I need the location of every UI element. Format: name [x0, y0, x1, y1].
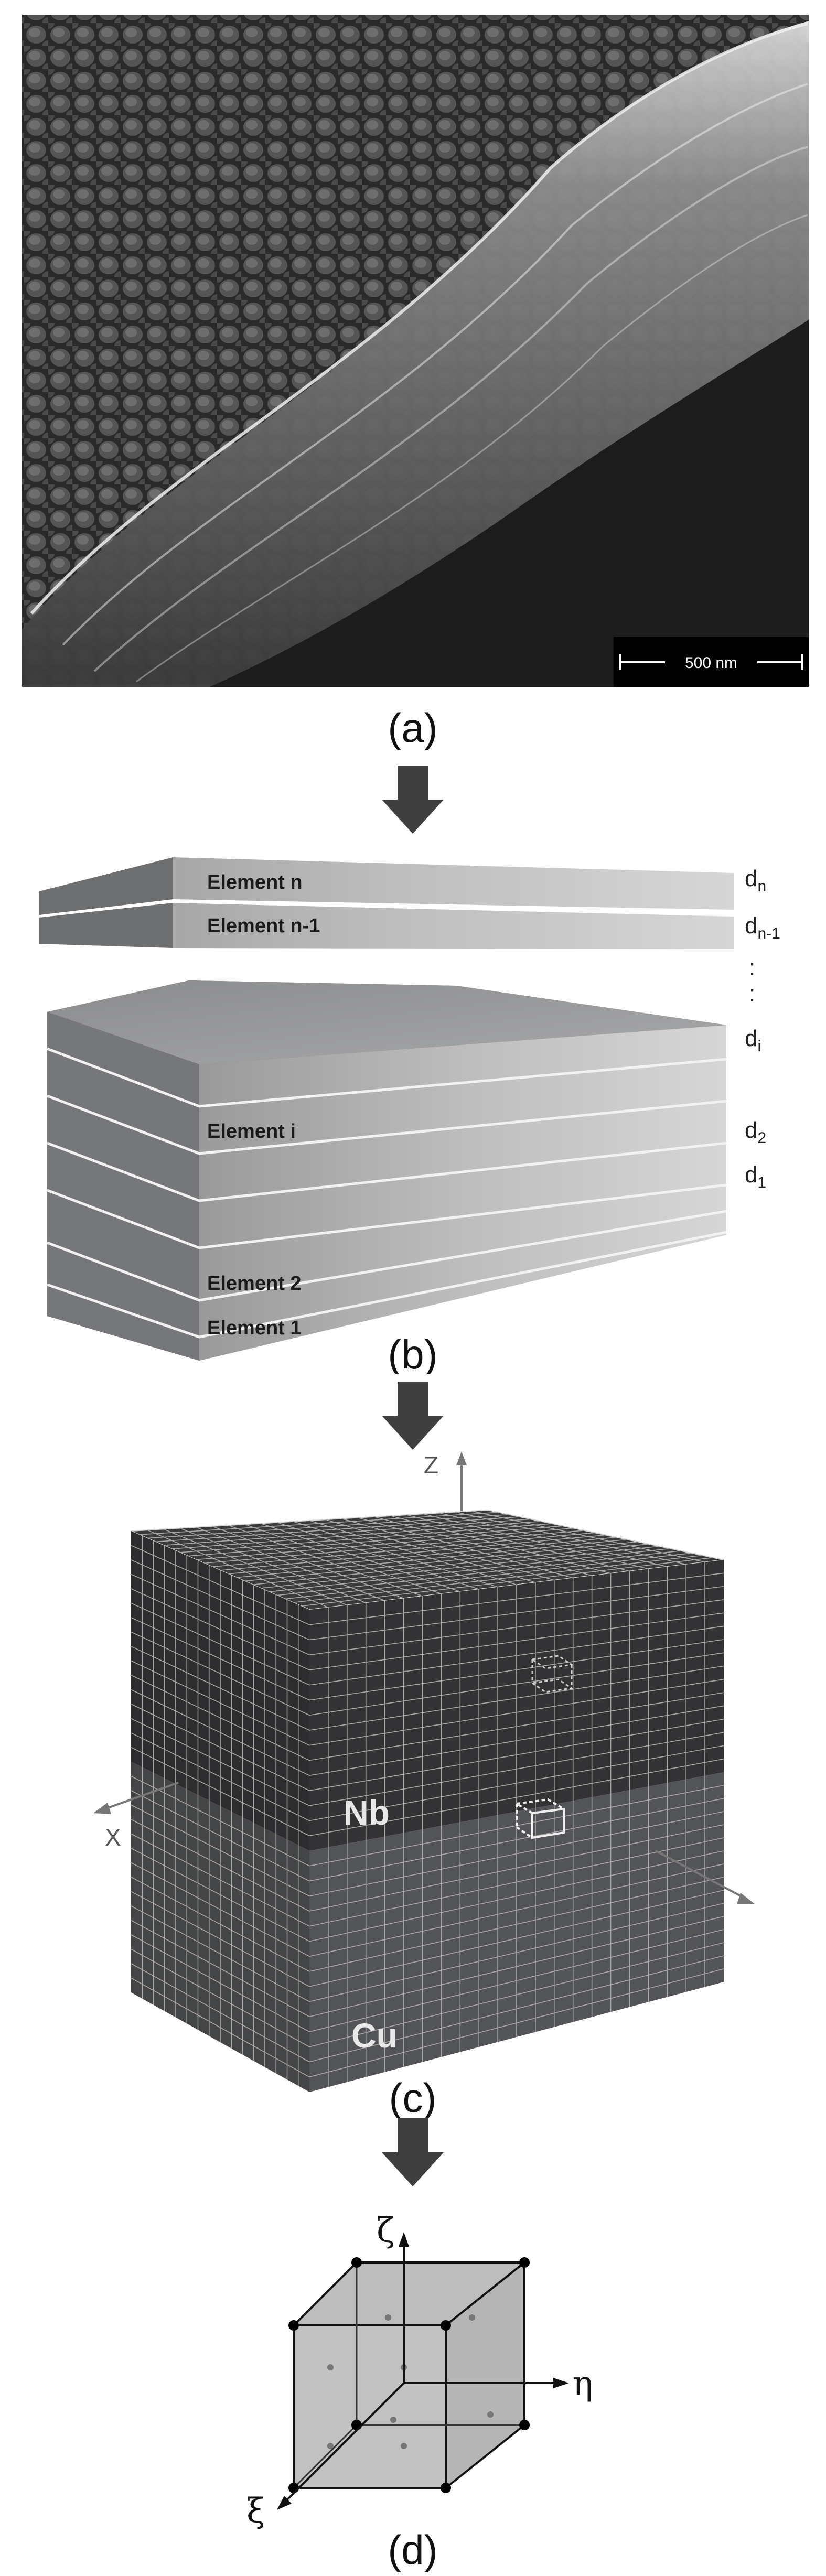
material-nb-label: Nb — [344, 1793, 390, 1832]
z-axis-arrow-icon — [456, 1451, 467, 1465]
arrow-c-d — [0, 2116, 826, 2189]
embedded-element-nb — [530, 1655, 574, 1693]
panel-a: 500 nm (a) — [0, 0, 826, 766]
caption-a: (a) — [388, 705, 437, 751]
xi-axis-line — [285, 2382, 405, 2502]
corner-nodes — [288, 2257, 530, 2493]
panel-d-graphic: ζ η ξ (d) — [246, 2211, 593, 2573]
x-axis-line — [104, 1782, 179, 1810]
embedded-element-cu — [513, 1798, 567, 1839]
material-cu-label: Cu — [351, 2016, 398, 2055]
down-arrow-icon — [382, 2118, 444, 2186]
axis-xi-label: ξ — [246, 2492, 265, 2530]
eta-axis-arrow-icon — [553, 2378, 569, 2388]
thickness-label-n-1: dn-1 — [745, 913, 780, 942]
film-cross-section — [22, 21, 809, 687]
panel-b: Element n Element n-1 — [0, 844, 826, 1374]
panel-a-graphic: 500 nm (a) — [22, 15, 809, 751]
x-axis-arrow-icon — [93, 1803, 111, 1814]
thickness-label-1: d1 — [745, 1162, 766, 1191]
down-arrow-icon — [382, 1382, 444, 1450]
scale-bar-label: 500 nm — [685, 654, 737, 672]
zeta-axis-arrow-icon — [399, 2232, 409, 2247]
element-2-label: Element 2 — [207, 1273, 302, 1295]
axis-zeta-label: ζ — [377, 2211, 395, 2250]
element-n-label: Element n — [207, 871, 303, 893]
layer-stack: Element i Element 2 Element 1 — [47, 980, 727, 1361]
thickness-label-n: dn — [745, 866, 766, 895]
axis-eta-label: η — [573, 2364, 593, 2403]
ellipsis-2: : — [749, 981, 755, 1007]
mesh-grid — [131, 1511, 724, 2087]
thickness-label-2: d2 — [745, 1117, 766, 1147]
caption-d: (d) — [388, 2527, 437, 2573]
hexahedral-element — [288, 2257, 530, 2493]
slab-element-n: Element n — [39, 857, 734, 915]
arrow-a-b — [0, 763, 826, 836]
element-i-label: Element i — [207, 1120, 296, 1143]
xi-axis-arrow-icon — [277, 2496, 292, 2510]
ellipsis-1: : — [749, 955, 755, 980]
axis-x-label: X — [105, 1824, 121, 1851]
thickness-label-i: di — [745, 1026, 761, 1055]
down-arrow-icon — [382, 766, 444, 834]
layer-edges — [30, 22, 808, 683]
element-1-label: Element 1 — [207, 1317, 302, 1339]
arrow-b-c — [0, 1379, 826, 1452]
y-axis-line — [655, 1850, 745, 1899]
panel-d: ζ η ξ (d) — [0, 2194, 826, 2576]
panel-c: Z X Y Nb Cu (c) — [0, 1447, 826, 2118]
y-axis-arrow-icon — [737, 1893, 755, 1904]
caption-b: (b) — [388, 1331, 437, 1374]
element-n-1-label: Element n-1 — [207, 915, 320, 937]
caption-c: (c) — [389, 2075, 437, 2118]
panel-c-graphic: Z X Y Nb Cu (c) — [93, 1451, 755, 2118]
panel-b-graphic: Element n Element n-1 — [39, 857, 780, 1374]
axis-y-label: Y — [684, 1921, 701, 1948]
slab-element-n-1: Element n-1 — [39, 903, 734, 949]
axis-z-label: Z — [424, 1451, 438, 1479]
substrate — [210, 320, 809, 687]
